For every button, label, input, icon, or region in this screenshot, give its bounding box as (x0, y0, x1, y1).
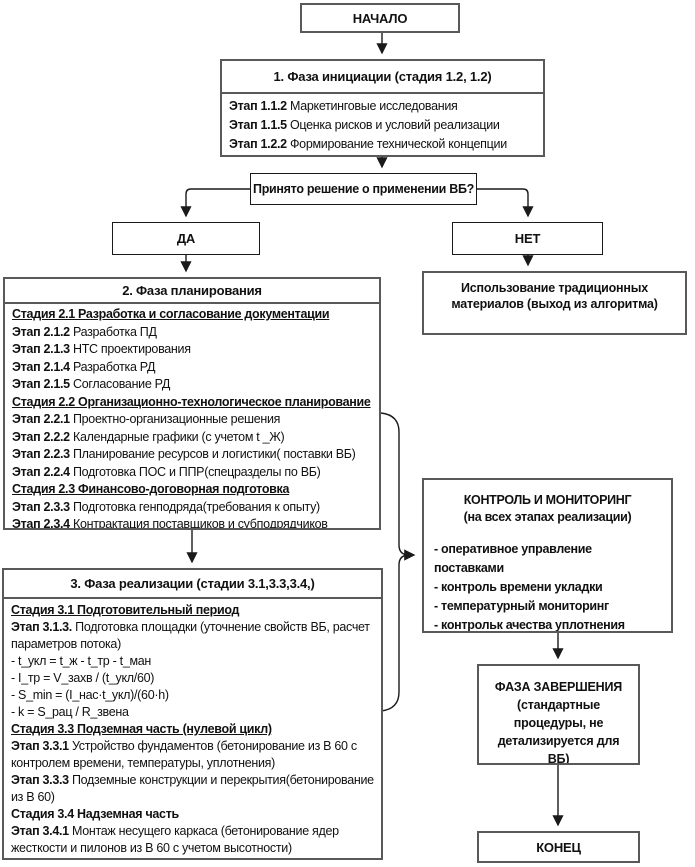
stage-line: Стадия 3.4 Надземная часть (11, 807, 179, 821)
control-subtitle: (на всех этапах реализации) (463, 510, 632, 524)
completion-title: ФАЗА ЗАВЕРШЕНИЯ (494, 680, 623, 694)
brace-bottom-to-control (380, 554, 410, 712)
control-item: - контроль времени укладки (434, 580, 603, 594)
stage-line: Стадия 2.3 Финансово-договорная подготов… (12, 482, 290, 496)
completion-note: (стандартные процедуры, не детализируетс… (497, 698, 620, 765)
completion-body: ФАЗА ЗАВЕРШЕНИЯ (стандартные процедуры, … (479, 666, 638, 765)
formula-line: - S_min = (I_нас·t_укл)/(60·h) (11, 688, 169, 702)
start-node: НАЧАЛО (300, 3, 460, 33)
phase1-item: Этап 1.1.2 Маркетинговые исследования (229, 99, 458, 113)
phase3-title: 3. Фаза реализации (стадии 3.1,3.3,3.4,) (4, 570, 381, 599)
etap-line: Этап 2.1.4 Разработка РД (12, 359, 156, 374)
decision-label: Принято решение о применении ВБ? (253, 182, 474, 196)
yes-node: ДА (112, 222, 260, 255)
etap-line: Этап 2.3.4 Контрактация поставщиков и су… (12, 517, 328, 530)
phase1-item: Этап 1.1.5 Оценка рисков и условий реали… (229, 118, 500, 132)
traditional-label: Использование традиционных материалов (в… (451, 281, 658, 311)
formula-line: - k = S_рац / R_звена (11, 705, 129, 719)
no-label: НЕТ (514, 231, 541, 246)
traditional-node: Использование традиционных материалов (в… (422, 271, 687, 335)
etap-line: Этап 2.2.4 Подготовка ПОС и ППР(спецразд… (12, 464, 321, 479)
etap-line: Этап 2.2.3 Планирование ресурсов и логис… (12, 447, 356, 461)
stage-line: Стадия 3.1 Подготовительный период (11, 603, 240, 617)
connector-decision-to-yes (180, 188, 250, 218)
phase1-item: Этап 1.2.2 Формирование технической конц… (229, 137, 507, 151)
etap-line: Этап 3.3.3 Подземные конструкции и перек… (11, 773, 374, 804)
etap-line: Этап 2.1.5 Согласование РД (12, 377, 171, 391)
phase2-title: 2. Фаза планирования (5, 279, 379, 304)
formula-line: - t_укл = t_ж - t_тр - t_ман (11, 654, 152, 668)
phase1-body: Этап 1.1.2 Маркетинговые исследования Эт… (222, 94, 543, 155)
control-item: - контрольк ачества уплотнения (434, 618, 625, 632)
stage-line: Стадия 3.3 Подземная часть (нулевой цикл… (11, 722, 272, 736)
phase3-node: 3. Фаза реализации (стадии 3.1,3.3,3.4,)… (2, 568, 383, 860)
control-node: КОНТРОЛЬ И МОНИТОРИНГ (на всех этапах ре… (422, 478, 673, 633)
decision-node: Принято решение о применении ВБ? (250, 173, 477, 205)
etap-line: Этап 3.1.3. Подготовка площадки (уточнен… (11, 620, 370, 651)
no-node: НЕТ (452, 222, 603, 255)
control-title: КОНТРОЛЬ И МОНИТОРИНГ (463, 493, 632, 507)
phase1-node: 1. Фаза инициации (стадия 1.2, 1.2) Этап… (220, 59, 545, 157)
stage-line: Стадия 2.2 Организационно-технологическо… (12, 394, 371, 409)
phase3-body: Стадия 3.1 Подготовительный период Этап … (4, 599, 381, 858)
control-body: КОНТРОЛЬ И МОНИТОРИНГ (на всех этапах ре… (424, 480, 671, 632)
etap-line: Этап 2.1.3 НТС проектирования (12, 342, 191, 356)
stage-line: Стадия 2.1 Разработка и согласование док… (12, 307, 330, 321)
etap-line: Этап 2.2.1 Проектно-организационные реше… (12, 412, 281, 426)
connector-decision-to-no (477, 188, 534, 218)
etap-line: Этап 2.1.2 Разработка ПД (12, 324, 157, 339)
etap-line: Этап 3.3.1 Устройство фундаментов (бетон… (11, 739, 357, 770)
end-label: КОНЕЦ (536, 839, 581, 855)
control-item: - оперативное управление поставками (434, 542, 592, 575)
phase2-node: 2. Фаза планирования Стадия 2.1 Разработ… (3, 277, 381, 530)
start-label: НАЧАЛО (352, 10, 408, 26)
brace-top-to-control (380, 412, 416, 561)
end-node: КОНЕЦ (477, 831, 640, 863)
etap-line: Этап 2.2.2 Календарные графики (с учетом… (12, 429, 285, 444)
etap-line: Этап 2.3.3 Подготовка генподряда(требова… (12, 499, 320, 514)
control-item: - температурный мониторинг (434, 599, 609, 613)
phase1-title: 1. Фаза инициации (стадия 1.2, 1.2) (222, 61, 543, 94)
completion-node: ФАЗА ЗАВЕРШЕНИЯ (стандартные процедуры, … (477, 664, 640, 765)
control-items: - оперативное управление поставками - ко… (434, 540, 661, 632)
formula-line: - I_тр = V_захв / (t_укл/60) (11, 671, 155, 685)
etap-line: Этап 3.4.1 Монтаж несущего каркаса (бето… (11, 824, 339, 855)
yes-label: ДА (176, 231, 196, 246)
phase2-body: Стадия 2.1 Разработка и согласование док… (5, 304, 379, 530)
